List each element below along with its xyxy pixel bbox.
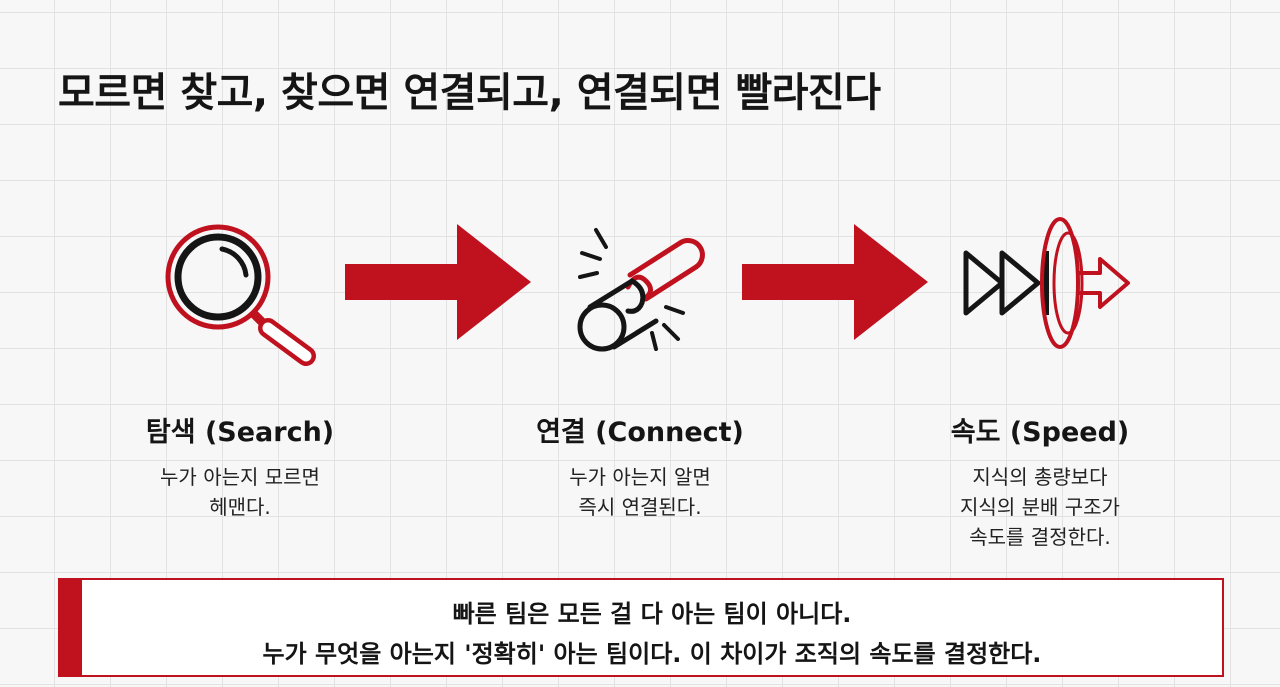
page-title: 모르면 찾고, 찾으면 연결되고, 연결되면 빨라진다 [58,70,881,116]
desc-line: 지식의 총량보다 [972,465,1108,489]
desc-line: 헤맨다. [209,495,271,519]
desc-line: 즉시 연결된다. [578,495,702,519]
summary-callout: 빠른 팀은 모든 걸 다 아는 팀이 아니다. 누가 무엇을 아는지 '정확히'… [58,578,1224,677]
desc-line: 누가 아는지 알면 [569,465,711,489]
fast-forward-icon [963,217,1130,349]
desc-line: 지식의 분배 구조가 [960,495,1120,519]
desc-line: 누가 아는지 모르면 [160,465,320,489]
stage-desc-search: 누가 아는지 모르면 헤맨다. [90,462,390,522]
desc-line: 속도를 결정한다. [969,525,1111,549]
stage-desc-speed: 지식의 총량보다 지식의 분배 구조가 속도를 결정한다. [890,462,1190,552]
chain-link-icon [577,228,705,352]
stage-title-search: 탐색 (Search) [145,417,335,448]
stage-title-speed: 속도 (Speed) [950,417,1130,448]
flow-arrow [742,224,928,340]
callout-line-1: 빠른 팀은 모든 걸 다 아는 팀이 아니다. [452,600,852,628]
callout-accent-bar [60,580,82,675]
stage-desc-connect: 누가 아는지 알면 즉시 연결된다. [490,462,790,522]
magnifier-icon [165,224,316,366]
flow-arrow [345,224,531,340]
stage-title-connect: 연결 (Connect) [536,417,744,448]
callout-line-2: 누가 무엇을 아는지 '정확히' 아는 팀이다. 이 차이가 조직의 속도를 결… [262,640,1042,668]
